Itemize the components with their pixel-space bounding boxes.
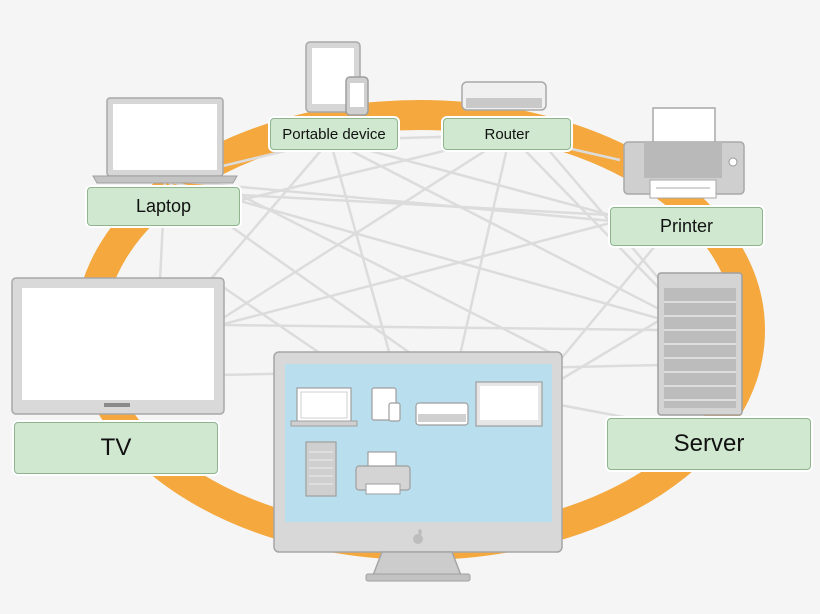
printer-label: Printer — [610, 207, 763, 246]
tv-label: TV — [14, 422, 218, 474]
apple-logo-icon — [413, 529, 423, 544]
screen-router-icon — [415, 402, 469, 426]
tv-icon — [11, 277, 225, 415]
portable-device-label: Portable device — [270, 118, 398, 150]
screen-printer-icon — [355, 451, 411, 495]
laptop-icon — [92, 97, 238, 184]
laptop-label: Laptop — [87, 187, 240, 226]
screen-server-icon — [305, 441, 337, 497]
router-icon — [461, 81, 547, 111]
printer-icon — [623, 107, 745, 199]
screen-laptop-icon — [290, 387, 358, 427]
screen-tablet-icon — [371, 387, 401, 422]
server-label: Server — [607, 418, 811, 470]
phone-icon — [345, 76, 369, 116]
desktop-computer-icon — [273, 351, 563, 582]
router-label: Router — [443, 118, 571, 150]
screen-tv-icon — [475, 381, 543, 427]
server-icon — [657, 272, 743, 416]
